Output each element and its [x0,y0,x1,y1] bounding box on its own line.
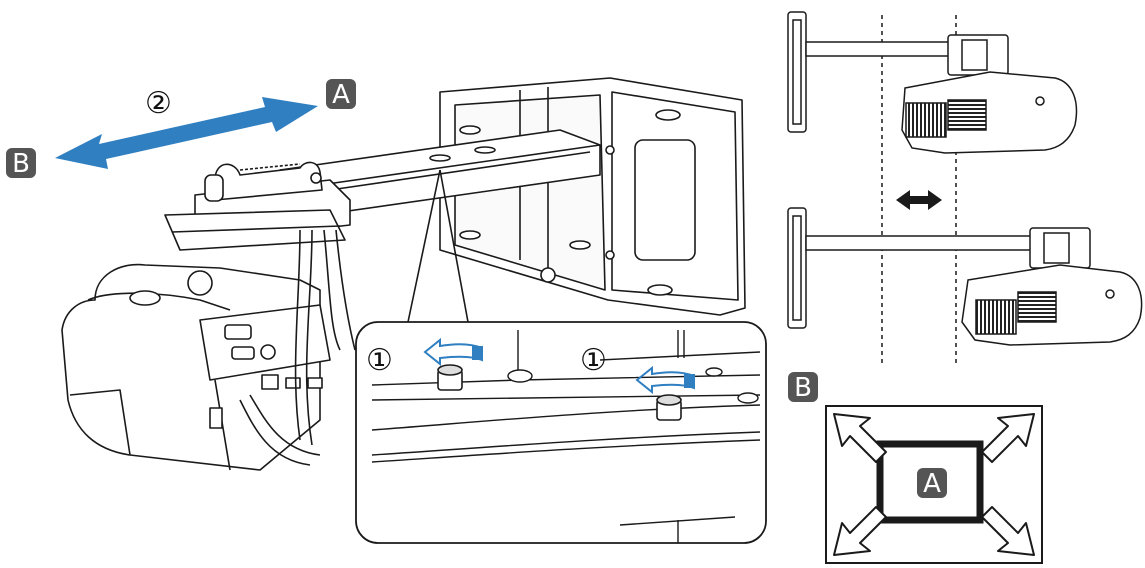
inset-closeup [355,321,767,544]
svg-text:A: A [923,469,941,499]
svg-text:A: A [332,80,350,110]
expand-arrow-bottom-left-icon [833,506,887,556]
label-b-badge-right: B [788,372,818,403]
mount-config-long [787,207,1143,346]
cable-bundle [239,229,356,466]
slide-direction-arrow-icon [55,97,318,169]
label-b-badge-left: B [6,148,36,179]
expand-arrow-top-left-icon [833,413,887,463]
thumb-screw-right [656,394,682,421]
svg-text:B: B [794,373,812,403]
main-illustration [61,77,746,471]
label-a-badge-center: A [917,468,947,499]
distance-adjust-arrow-icon [896,190,942,210]
expand-arrow-bottom-right-icon [981,506,1035,556]
step-2-label: ② [145,86,172,121]
step-1-label-right: ① [580,343,607,378]
loosen-arrow-right-icon [635,365,695,395]
projector-body [61,263,331,471]
zoom-guide-lines [407,169,469,323]
loosen-arrow-left-icon [423,337,483,367]
label-a-badge-top: A [326,79,356,110]
svg-text:B: B [12,149,30,179]
step-1-label-left: ① [366,343,393,378]
expand-arrow-top-right-icon [981,413,1035,463]
screen-size-diagram: A [825,405,1043,564]
adjuster-mechanism [164,161,351,251]
position-comparison [787,11,1143,365]
wall-plate [439,77,746,316]
mount-config-short [787,11,1078,154]
thumb-screw-left [437,364,463,391]
